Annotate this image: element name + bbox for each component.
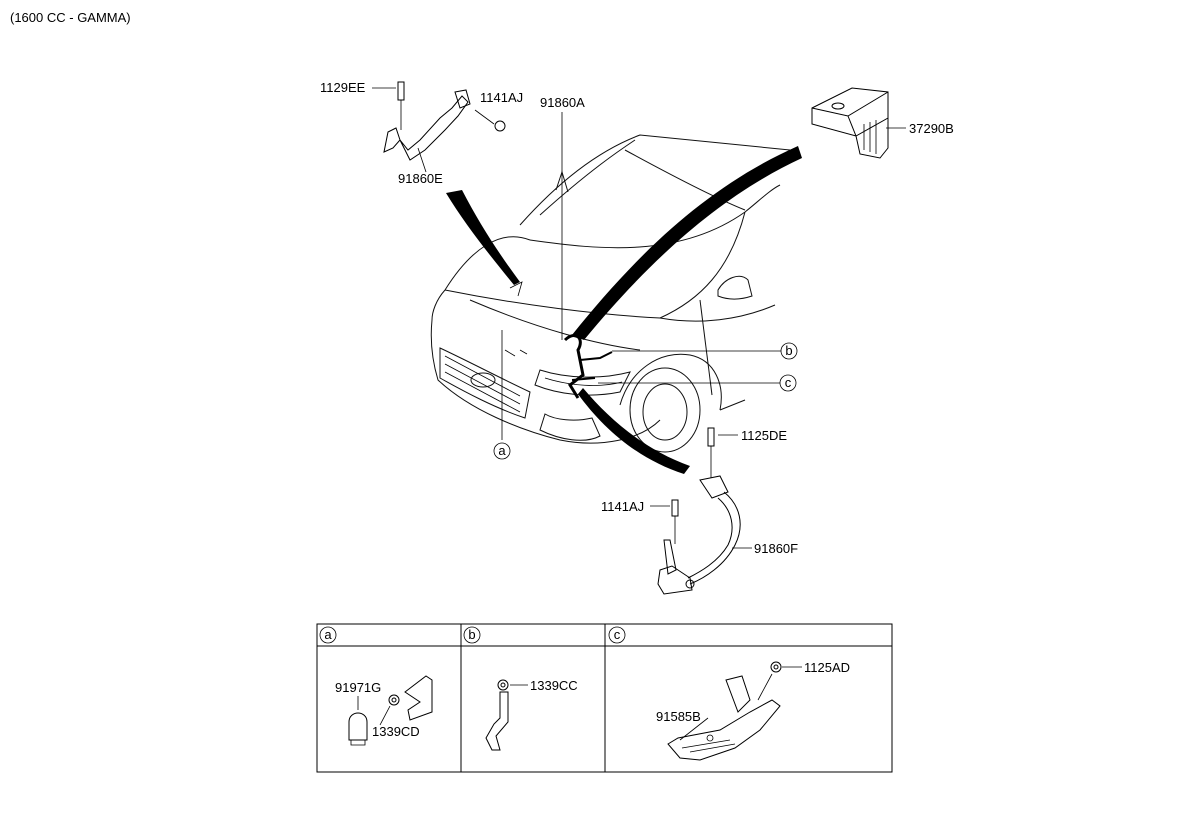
detail-c: c 1125AD 91585B (608, 626, 850, 761)
detail-c-tag: c (614, 627, 621, 642)
detail-a-tag: a (324, 627, 332, 642)
harness-sweep-top (572, 146, 802, 340)
junction-box-37290B (811, 87, 889, 159)
part-1339CD: 1339CD (372, 724, 420, 739)
detail-b-tag: b (468, 627, 475, 642)
detail-b: b 1339CC (463, 626, 578, 751)
engine-harness (504, 334, 613, 399)
marker-c: c (785, 375, 792, 390)
part-91971G: 91971G (335, 680, 381, 695)
variant-title: (1600 CC - GAMMA) (10, 10, 131, 25)
callout-91860E: 91860E (398, 171, 443, 186)
callout-1125DE: 1125DE (741, 428, 787, 443)
part-91585B: 91585B (656, 709, 701, 724)
harness-sweep-left (446, 190, 520, 285)
part-1339CC: 1339CC (530, 678, 578, 693)
callout-91860F: 91860F (754, 541, 798, 556)
callout-1129EE: 1129EE (320, 80, 366, 95)
marker-a: a (498, 443, 506, 458)
car-outline (430, 134, 791, 453)
marker-b: b (785, 343, 792, 358)
detail-a: a 91971G 1339CD (319, 626, 433, 746)
callout-91860A: 91860A (540, 95, 585, 110)
cable-91860F (657, 427, 741, 595)
callout-37290B: 37290B (909, 121, 954, 136)
callout-1141AJ-bottom: 1141AJ (601, 499, 644, 514)
part-1125AD: 1125AD (804, 660, 850, 675)
harness-sweep-bottom (578, 388, 690, 474)
detail-table (316, 623, 893, 773)
callout-1141AJ-top: 1141AJ (480, 90, 523, 105)
cable-91860E (383, 81, 506, 161)
